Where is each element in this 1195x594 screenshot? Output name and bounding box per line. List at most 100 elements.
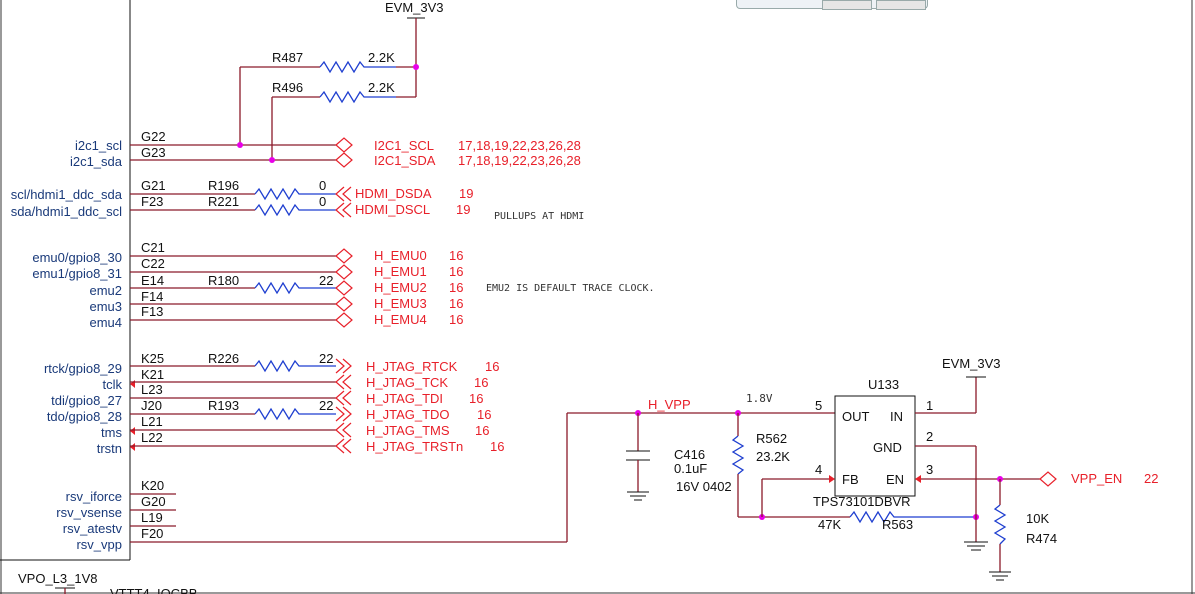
pin-rsv-atestv: rsv_atestv [63,521,123,536]
pin-hdmi-ddc-sda: scl/hdmi1_ddc_sda [11,187,123,202]
junction-dot [413,64,419,70]
ball-f23: F23 [141,194,163,209]
r196-resistor-symbol [254,187,336,201]
net-i2c1-scl: I2C1_SCL [374,138,434,153]
net-hdmi-dsda: HDMI_DSDA [355,186,432,201]
r226-value: 22 [319,351,333,366]
note-emu2: EMU2 IS DEFAULT TRACE CLOCK. [486,283,655,294]
input-arrow [335,374,345,390]
output-arrow [335,358,345,374]
offpage-connector [335,152,353,168]
ball-g21: G21 [141,178,166,193]
input-arrow [342,374,352,390]
offpage-connector [335,280,353,296]
r474-ref: R474 [1026,531,1057,546]
ball-l21: L21 [141,414,163,429]
r474-resistor-symbol [993,504,1007,545]
net-h-jtag-tdo: H_JTAG_TDO [366,407,450,422]
input-arrow [342,422,352,438]
r563-resistor-symbol [849,510,976,524]
pin-trstn: trstn [97,441,122,456]
input-arrow [342,438,352,454]
input-arrow [335,438,345,454]
page-ref: 16 [485,359,499,374]
u133-pin-gnd: GND [873,440,902,455]
r487-ref: R487 [272,50,303,65]
net-h-emu3: H_EMU3 [374,296,427,311]
r221-value: 0 [319,194,326,209]
ball-k20: K20 [141,478,164,493]
pin-emu4: emu4 [89,315,122,330]
input-arrow [335,186,345,202]
offpage-connector [335,264,353,280]
ball-f14: F14 [141,289,163,304]
ball-l19: L19 [141,510,163,525]
input-arrow [342,202,352,218]
r496-ref: R496 [272,80,303,95]
net-h-emu4: H_EMU4 [374,312,427,327]
offpage-connector [335,137,353,153]
ball-k25: K25 [141,351,164,366]
ball-f13: F13 [141,304,163,319]
net-h-jtag-tdi: H_JTAG_TDI [366,391,443,406]
u133-ref: U133 [868,377,899,392]
u133-pin-fb: FB [842,472,859,487]
net-i2c1-sda: I2C1_SDA [374,153,436,168]
input-arrow [335,202,345,218]
r496-resistor-symbol [319,90,396,104]
r226-ref: R226 [208,351,239,366]
net-vpp-en: VPP_EN [1071,471,1122,486]
evm-3v3-right-label: EVM_3V3 [942,356,1001,371]
window-tab-a[interactable] [822,0,872,10]
c416-ref: C416 [674,447,705,462]
ball-l23: L23 [141,382,163,397]
page-ref: 16 [449,264,463,279]
r474-value: 10K [1026,511,1049,526]
page-ref: 16 [474,375,488,390]
pin-num-3: 3 [926,462,933,477]
r562-ref: R562 [756,431,787,446]
page-ref: 16 [469,391,483,406]
junction-dot [269,157,275,163]
pin-rtck: rtck/gpio8_29 [44,361,122,376]
page-ref: 16 [449,312,463,327]
pin-tdo: tdo/gpio8_28 [47,409,122,424]
pin-tdi: tdi/gpio8_27 [51,393,122,408]
pin-rsv-vsense: rsv_vsense [56,505,122,520]
page-ref: 17,18,19,22,23,26,28 [458,138,581,153]
r563-value: 47K [818,517,841,532]
r562-resistor-symbol [731,435,745,475]
input-arrow [342,186,352,202]
input-arrow [335,390,345,406]
window-tab-b[interactable] [876,0,926,10]
input-arrow [342,390,352,406]
pin-num-5: 5 [815,398,822,413]
page-ref: 19 [456,202,470,217]
c416-value: 0.1uF [674,461,707,476]
r221-ref: R221 [208,194,239,209]
partial-label: VTTT4_IOCBB [110,586,197,594]
page-ref: 16 [449,296,463,311]
pin-tclk: tclk [103,377,123,392]
page-ref: 16 [449,280,463,295]
evm-3v3-top-label: EVM_3V3 [385,0,444,15]
u133-part: TPS73101DBVR [813,494,911,509]
ball-j20: J20 [141,398,162,413]
u133-pin-out: OUT [842,409,870,424]
pin-num-1: 1 [926,398,933,413]
pin-i2c1-scl: i2c1_scl [75,138,122,153]
r196-ref: R196 [208,178,239,193]
pin-emu0: emu0/gpio8_30 [32,250,122,265]
ball-f20: F20 [141,526,163,541]
offpage-connector [335,312,353,328]
net-h-emu1: H_EMU1 [374,264,427,279]
u133-pin-in: IN [890,409,903,424]
r193-value: 22 [319,398,333,413]
offpage-connector [335,248,353,264]
output-arrow [342,358,352,374]
output-arrow [335,406,345,422]
r562-value: 23.2K [756,449,790,464]
r193-ref: R193 [208,398,239,413]
en-pin-arrow [915,475,921,483]
page-ref: 19 [459,186,473,201]
